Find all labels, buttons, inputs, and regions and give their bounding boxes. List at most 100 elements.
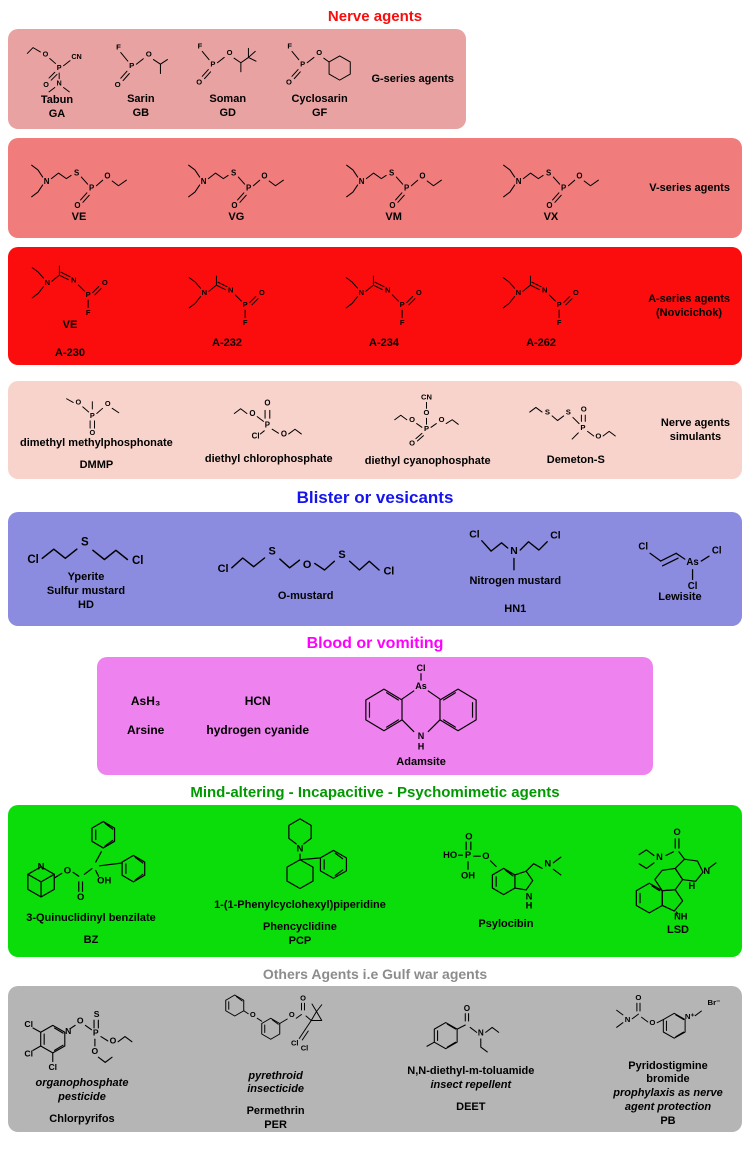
svg-text:P: P [129, 61, 134, 70]
svg-text:O: O [482, 851, 489, 861]
adamsite-structure: Cl As N H [365, 663, 477, 752]
svg-text:F: F [287, 42, 292, 51]
compound-name: 3-Quinuclidinyl benzilate [26, 912, 156, 925]
svg-text:O: O [281, 429, 287, 438]
svg-text:Cl: Cl [688, 581, 698, 591]
svg-text:O: O [673, 827, 680, 837]
panel-blister: Cl S Cl Yperite Sulfur mustard HD Cl S O… [8, 512, 742, 626]
svg-text:P: P [424, 424, 429, 433]
diethyl-chlorophosphate-structure: O P O Cl O [233, 399, 302, 441]
svg-text:O: O [409, 439, 415, 448]
compound-class: agent protection [624, 1100, 712, 1113]
section-title-others: Others Agents i.e Gulf war agents [262, 966, 488, 982]
panel-nerve-simulants: O P O O dimethyl methylphosphonate DMMP … [8, 381, 742, 479]
a-series-annotation: A-series agents (Novicichok) [648, 292, 730, 321]
svg-text:O: O [92, 1046, 99, 1056]
chlorpyrifos-structure: N Cl Cl Cl O P S O O [24, 1009, 133, 1072]
panel-others: N Cl Cl Cl O P S O O organophosphate pes… [8, 986, 742, 1132]
a232-structure [188, 275, 266, 328]
svg-text:Cl: Cl [24, 1049, 33, 1059]
svg-text:N: N [656, 852, 663, 862]
a262-structure [502, 275, 580, 328]
compound-o-mustard: Cl S O S Cl O-mustard [211, 534, 401, 604]
compound-psylocibin: HO P O OH O N H N Psylocibin [438, 830, 574, 932]
svg-text:CN: CN [71, 52, 81, 61]
panel-g-series: O P O CN N Tabun GA F P O O Sarin [8, 29, 466, 129]
compound-label: Pyridostigmine bromide prophylaxis as ne… [613, 1060, 722, 1129]
compound-a230: VE A-230 [20, 251, 120, 361]
compound-label: Nitrogen mustard HN1 [469, 575, 561, 617]
compound-label: Adamsite [396, 756, 446, 770]
compound-code: GA [48, 108, 66, 120]
svg-text:Cl: Cl [48, 1062, 57, 1072]
svg-text:O: O [423, 408, 429, 417]
compound-label: VM [385, 211, 402, 225]
svg-text:HO: HO [443, 850, 457, 860]
diethyl-cyanophosphate-structure: CN O P O O O [393, 392, 459, 448]
compound-adamsite: Cl As N H Adamsite [351, 662, 491, 770]
svg-text:O: O [110, 1036, 117, 1046]
compound-hydrogen-cyanide: HCN hydrogen cyanide [206, 694, 309, 738]
compound-class: organophosphate [35, 1077, 129, 1090]
svg-text:N: N [38, 861, 45, 872]
svg-text:Cl: Cl [132, 555, 144, 567]
compound-class: pesticide [58, 1091, 106, 1104]
svg-text:S: S [565, 407, 570, 416]
compound-label: VE [72, 211, 87, 225]
compound-label: Soman GD [209, 93, 246, 121]
compound-sulfur-mustard: Cl S Cl Yperite Sulfur mustard HD [20, 525, 152, 612]
svg-text:S: S [268, 546, 275, 558]
section-title-blood: Blood or vomiting [306, 635, 444, 652]
deet-structure: O N [426, 1005, 500, 1053]
compound-name: Demeton-S [546, 454, 605, 467]
svg-text:Cl: Cl [217, 563, 228, 575]
svg-text:O: O [316, 48, 322, 57]
compound-code: GD [219, 107, 236, 119]
annotation-line: A-series agents [648, 292, 730, 305]
compound-dmmp: O P O O dimethyl methylphosphonate DMMP [20, 387, 173, 473]
svg-text:O: O [146, 50, 152, 59]
svg-text:S: S [81, 537, 89, 549]
compound-name: Chlorpyrifos [49, 1112, 115, 1125]
compound-name: Adamsite [396, 756, 446, 769]
svg-text:S: S [545, 407, 550, 416]
compound-label: Demeton-S [547, 454, 605, 468]
compound-code: DEET [456, 1100, 486, 1113]
v-series-annotation: V-series agents [649, 181, 730, 194]
compound-label: dimethyl methylphosphonate DMMP [20, 437, 173, 473]
compound-label: A-262 [526, 337, 556, 351]
svg-text:N: N [526, 891, 533, 901]
a234-structure [345, 275, 423, 328]
compound-name: Nitrogen mustard [469, 575, 562, 588]
section-title-nerve-agents: Nerve agents [327, 8, 423, 25]
compound-cyclosarin: F P O O Cyclosarin GF [279, 37, 361, 121]
svg-text:N: N [511, 546, 519, 557]
annotation-line: (Novicichok) [656, 307, 723, 319]
compound-ve: VE [20, 151, 138, 225]
ve-structure [31, 164, 127, 211]
compound-class: prophylaxis as nerve [613, 1087, 723, 1100]
svg-text:OH: OH [461, 871, 475, 881]
permethrin-structure: O O O Cl Cl [224, 993, 322, 1052]
svg-text:H: H [526, 901, 533, 911]
svg-text:H: H [689, 881, 696, 891]
svg-text:O: O [635, 993, 641, 1002]
compound-label: VX [544, 211, 559, 225]
svg-text:O: O [76, 398, 82, 407]
svg-text:O: O [580, 404, 586, 413]
compound-name: Tabun [40, 94, 74, 107]
svg-text:O: O [286, 78, 292, 87]
svg-text:Cl: Cl [383, 565, 394, 577]
svg-text:O: O [300, 993, 306, 1002]
compound-code: PB [660, 1114, 676, 1127]
svg-text:N: N [703, 866, 710, 876]
compound-name: 1-(1-Phenylcyclohexyl)piperidine [214, 899, 386, 912]
compound-name: Permethrin [246, 1105, 305, 1117]
svg-text:Cl: Cl [291, 1038, 299, 1047]
compound-a262: A-262 [491, 261, 591, 351]
compound-demeton-s: S S P O O Demeton-S [523, 392, 629, 468]
compound-label: Yperite Sulfur mustard HD [47, 571, 125, 612]
compound-label: pyrethroid insecticide Permethrin PER [247, 1070, 305, 1133]
compound-code: PER [264, 1118, 287, 1131]
lsd-structure: NH N H O N [635, 827, 717, 921]
